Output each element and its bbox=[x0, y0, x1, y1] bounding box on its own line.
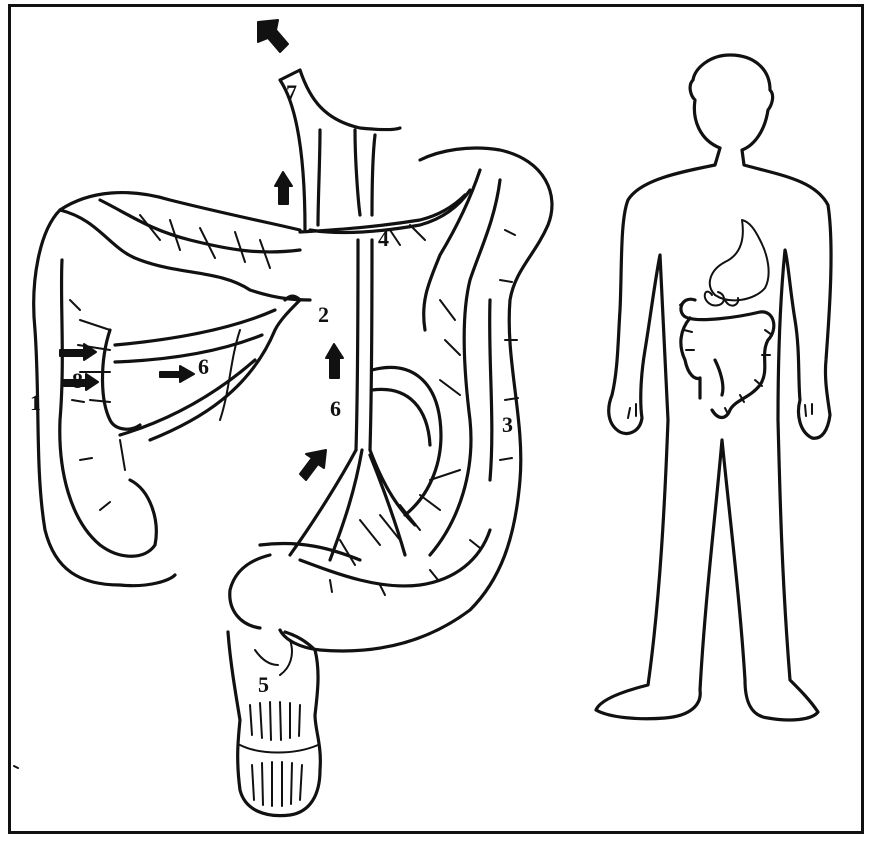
colon-outer-outline bbox=[34, 148, 552, 651]
colon-drawing bbox=[34, 148, 552, 816]
main-trunk bbox=[356, 240, 372, 450]
label-1: 1 bbox=[30, 390, 41, 415]
superior-rectal-vessel bbox=[255, 640, 292, 675]
rectum-outline bbox=[228, 632, 320, 816]
colon-inner-outline bbox=[60, 260, 300, 556]
label-4: 4 bbox=[378, 226, 389, 251]
arrow-up-left bbox=[275, 172, 292, 204]
thoracic-duct bbox=[280, 70, 400, 230]
sigmoid-colon bbox=[230, 530, 490, 628]
label-2: 2 bbox=[318, 302, 329, 327]
arrow-diagonal bbox=[300, 450, 326, 480]
body-outline bbox=[596, 55, 831, 720]
human-silhouette bbox=[596, 55, 831, 720]
arrow-top-left bbox=[258, 20, 288, 52]
haustra-markings bbox=[68, 230, 518, 595]
descending-colon-inner bbox=[424, 170, 500, 555]
label-6-left: 6 bbox=[198, 354, 209, 379]
label-8: 8 bbox=[72, 368, 83, 393]
label-6-center: 6 bbox=[330, 396, 341, 421]
label-7: 7 bbox=[286, 80, 297, 105]
label-5: 5 bbox=[258, 672, 269, 697]
mesentery-twigs bbox=[140, 215, 460, 565]
rectum-folds bbox=[240, 702, 318, 806]
mini-gi-tract bbox=[680, 220, 774, 418]
arrow-right-6 bbox=[160, 366, 194, 382]
left-colic-arc bbox=[372, 367, 441, 515]
vessel-tree bbox=[78, 70, 465, 565]
mini-stomach bbox=[710, 220, 769, 300]
stray-mark bbox=[14, 766, 18, 768]
mini-colon bbox=[681, 299, 774, 417]
arrow-up-center bbox=[326, 344, 343, 378]
label-3: 3 bbox=[502, 412, 513, 437]
